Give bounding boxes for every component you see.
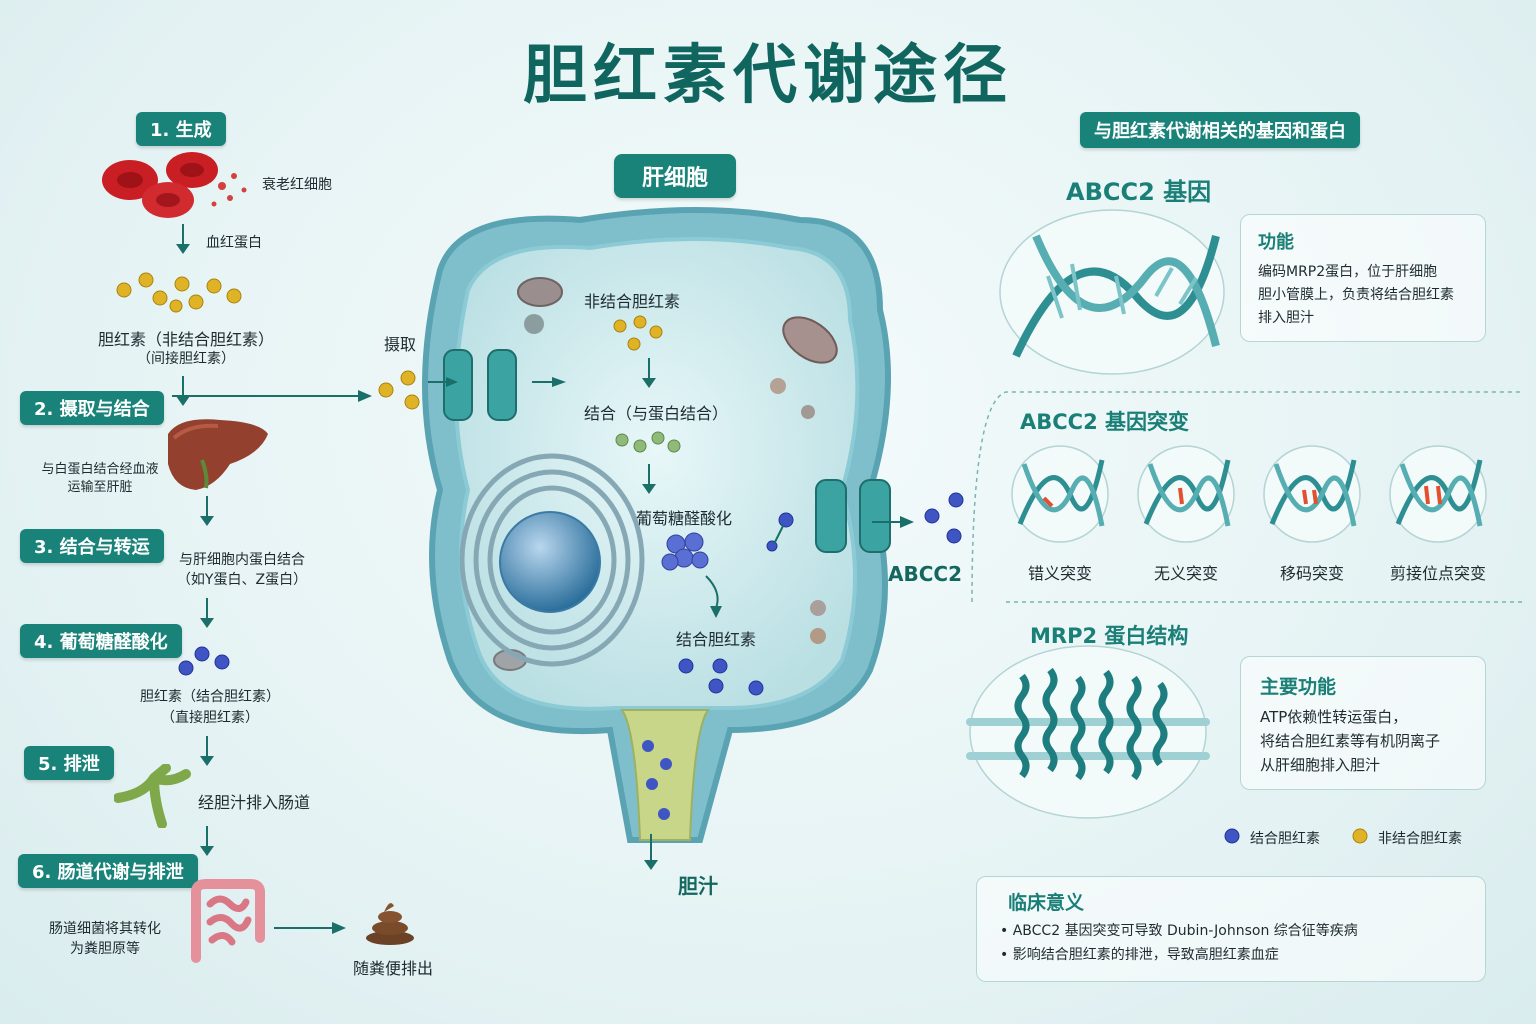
clinical-significance-title: 临床意义 (1008, 892, 1085, 914)
mrp2-protein-structure-illustration (966, 645, 1210, 819)
frameshift-mutation-label: 移码突变 (1279, 564, 1344, 583)
conjugated-bilirubin-label: 胆红素（结合胆红素） (140, 689, 280, 705)
function-title: 功能 (1258, 232, 1294, 253)
arrow-icon (200, 598, 214, 628)
legend-conjugated-label: 结合胆红素 (1250, 831, 1320, 847)
clinical-point-1: • ABCC2 基因突变可导致 Dubin-Johnson 综合征等疾病 (1000, 923, 1358, 939)
clinical-point-2-text: 影响结合胆红素的排泄，导致高胆红素血症 (1012, 947, 1279, 963)
arrow-icon (274, 922, 346, 934)
clinical-point-1-text: ABCC2 基因突变可导致 Dubin-Johnson 综合征等疾病 (1012, 923, 1358, 939)
bile-duct-icon (114, 764, 191, 828)
bacteria-label-line2: 为粪胆原等 (70, 941, 140, 957)
genes-proteins-header: 与胆红素代谢相关的基因和蛋白 (1080, 112, 1360, 148)
aged-rbc-label: 衰老红细胞 (262, 177, 332, 193)
red-blood-cells-illustration (102, 152, 247, 218)
curved-arrow-icon (705, 575, 722, 618)
intestine-icon (191, 879, 265, 963)
transport-label-line2: 运输至肝脏 (67, 480, 133, 495)
glucuronidation-cell-label: 葡萄糖醛酸化 (636, 509, 733, 528)
abcc2-mutation-title: ABCC2 基因突变 (1020, 410, 1190, 434)
step-5-excretion: 5. 排泄 (24, 746, 114, 780)
bile-to-intestine-label: 经胆汁排入肠道 (198, 793, 311, 812)
legend-unconjugated-swatch (1352, 828, 1368, 844)
step-4-glucuronidation: 4. 葡萄糖醛酸化 (20, 624, 182, 658)
main-function-title: 主要功能 (1260, 676, 1337, 698)
arrow-icon (428, 377, 458, 387)
hepatocyte-illustration (422, 207, 891, 843)
splice-site-mutation-label: 剪接位点突变 (1389, 564, 1486, 583)
abcc2-gene-title: ABCC2 基因 (1066, 178, 1212, 206)
dna-helix-illustration (999, 209, 1225, 375)
unconjugated-bilirubin-molecules-icon (613, 315, 663, 351)
excreted-feces-label: 随粪便排出 (352, 959, 433, 978)
arrow-icon (176, 224, 190, 254)
page-title: 胆红素代谢途径 (523, 39, 1013, 113)
arrow-icon (200, 826, 214, 856)
arrow-icon (644, 834, 658, 870)
arrow-icon (200, 496, 214, 526)
transport-label-line1: 与白蛋白结合经血液 (41, 462, 159, 477)
unconjugated-bilirubin-cell-label: 非结合胆红素 (584, 292, 681, 311)
mutation-section-border (971, 391, 1522, 603)
arrow-icon (176, 376, 190, 406)
unconjugated-bilirubin-label: 胆红素（非结合胆红素） (97, 330, 274, 349)
direct-bilirubin-label: （直接胆红素） (161, 710, 259, 726)
hepatocyte-title: 肝细胞 (614, 154, 737, 198)
bile-label: 胆汁 (678, 874, 718, 898)
missense-mutation-label: 错义突变 (1027, 564, 1092, 583)
binding-label-line1: 与肝细胞内蛋白结合 (179, 552, 305, 568)
conjugated-bilirubin-cell-label: 结合胆红素 (676, 630, 757, 649)
arrow-icon (642, 464, 656, 494)
nonsense-mutation-label: 无义突变 (1153, 564, 1218, 583)
legend-conjugated-swatch (1224, 828, 1240, 844)
unconjugated-bilirubin-molecules-icon (116, 272, 242, 313)
exported-bilirubin-molecules-icon (924, 492, 964, 544)
protein-bound-bilirubin-icon (615, 431, 681, 453)
abcc2-transporter-label: ABCC2 (888, 562, 962, 586)
clinical-point-2: • 影响结合胆红素的排泄，导致高胆红素血症 (1000, 947, 1279, 963)
main-function-line-1: ATP依赖性转运蛋白， (1260, 708, 1408, 726)
conjugated-bilirubin-molecules-icon (178, 646, 230, 676)
clinical-significance-box (976, 876, 1486, 982)
legend-unconjugated-label: 非结合胆红素 (1378, 831, 1462, 847)
main-function-box (1240, 656, 1486, 790)
conjugated-bilirubin-export-icon (766, 512, 794, 552)
indirect-bilirubin-label: （间接胆红素） (137, 351, 235, 367)
bacteria-label-line1: 肠道细菌将其转化 (49, 921, 161, 937)
step-2-uptake-binding: 2. 摄取与结合 (20, 391, 164, 425)
function-line-1: 编码MRP2蛋白，位于肝细胞 (1258, 264, 1438, 280)
arrow-icon (872, 516, 914, 528)
feces-icon (366, 903, 414, 945)
function-line-2: 胆小管膜上，负责将结合胆红素 (1258, 287, 1454, 303)
function-box (1240, 214, 1486, 342)
uptake-arrow-icon (172, 390, 372, 402)
mutation-types-illustration (1011, 445, 1487, 543)
arrow-icon (200, 736, 214, 766)
main-function-line-3: 从肝细胞排入胆汁 (1260, 756, 1381, 774)
liver-icon (168, 419, 268, 490)
arrow-icon (642, 358, 656, 388)
glucuronidated-bilirubin-cluster-icon (661, 532, 709, 571)
mrp2-protein-title: MRP2 蛋白结构 (1030, 624, 1189, 648)
binding-label-line2: （如Y蛋白、Z蛋白） (176, 572, 308, 588)
step-6-intestinal-metabolism: 6. 肠道代谢与排泄 (18, 854, 198, 888)
unconjugated-bilirubin-uptake-icon (378, 370, 420, 410)
function-line-3: 排入胆汁 (1258, 310, 1314, 326)
step-1-generation: 1. 生成 (136, 112, 226, 146)
main-function-line-2: 将结合胆红素等有机阴离子 (1260, 732, 1441, 750)
binding-cell-label: 结合（与蛋白结合） (584, 404, 729, 423)
hemoglobin-label: 血红蛋白 (206, 235, 262, 251)
arrow-icon (532, 377, 566, 387)
conjugated-bilirubin-molecules-icon (678, 658, 764, 696)
uptake-label: 摄取 (384, 335, 417, 354)
step-3-binding-transport: 3. 结合与转运 (20, 529, 164, 563)
